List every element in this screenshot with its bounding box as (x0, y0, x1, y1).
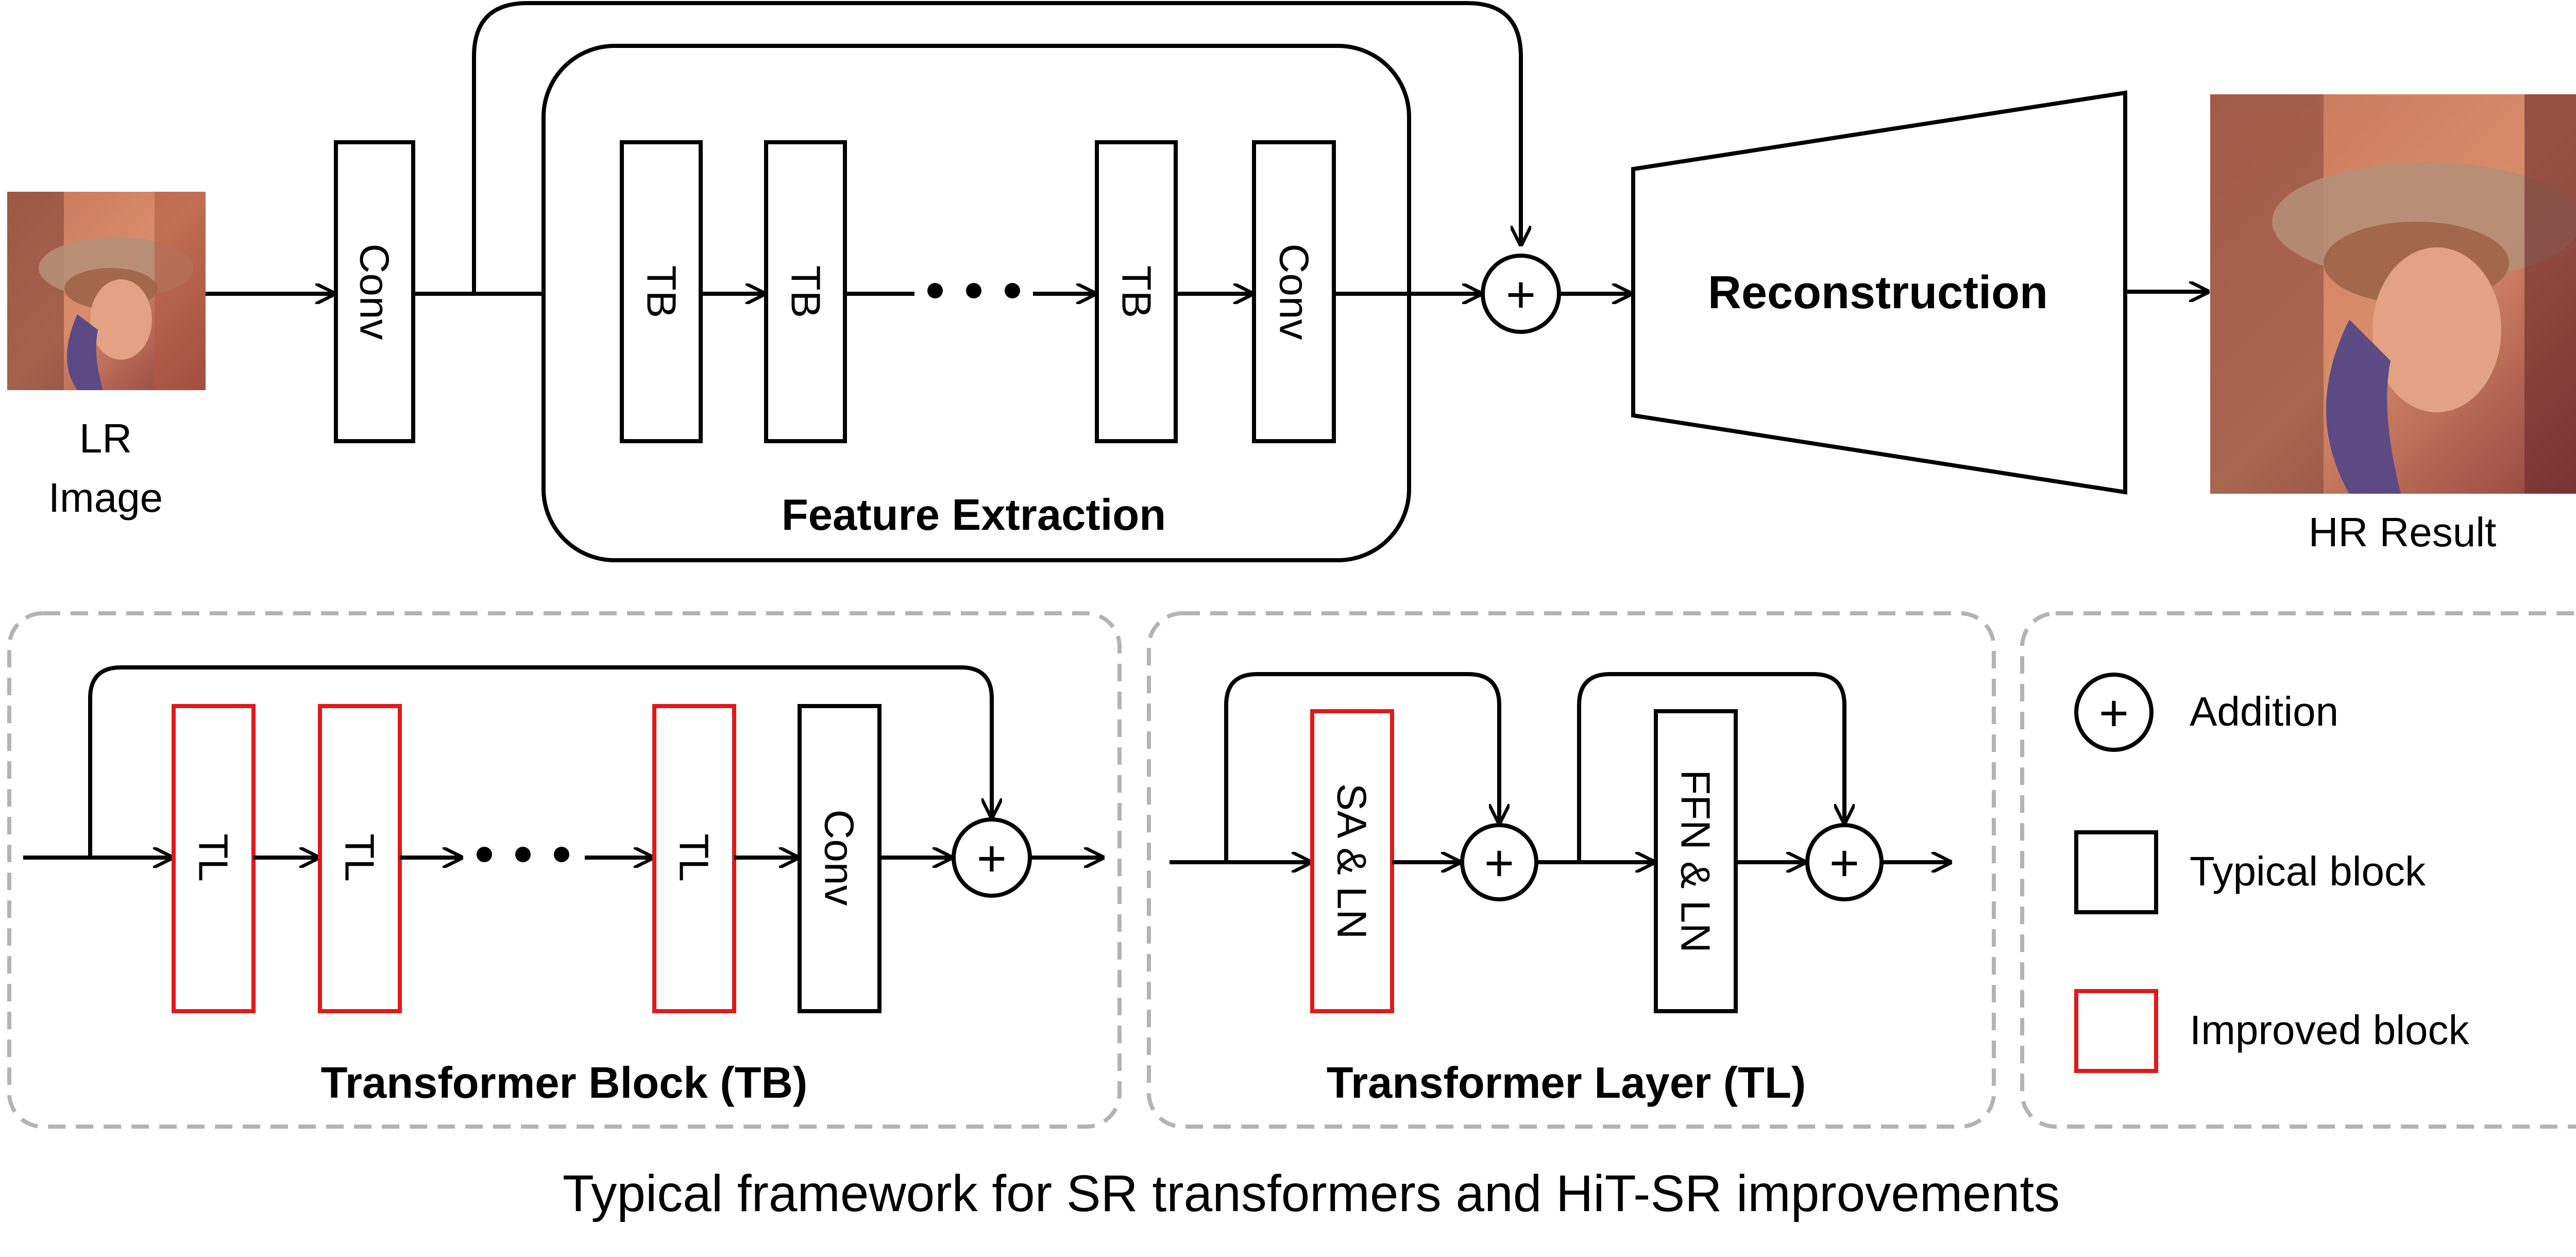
legend-addition-symbol: + (2099, 684, 2129, 742)
conv-block (334, 140, 415, 443)
lr-image (7, 192, 206, 390)
reconstruction-block (1631, 90, 2127, 495)
tl-block-1-label: TL (191, 833, 236, 881)
sa-ln-block-label: SA & LN (1329, 783, 1375, 939)
tl-block-2 (318, 704, 402, 1013)
feature-extraction-label: Feature Extraction (782, 491, 1166, 540)
legend-typical-label: Typical block (2190, 848, 2426, 894)
tb-skip-connection (88, 665, 992, 858)
feature-extraction-container (541, 44, 1411, 562)
legend-addition-label: Addition (2190, 689, 2338, 734)
legend-typical-swatch (2074, 830, 2158, 914)
transformer-block-title: Transformer Block (TB) (321, 1059, 808, 1108)
tb-block-2-label: TB (783, 265, 829, 318)
tl-block-3 (652, 704, 736, 1013)
global-skip-connection (472, 1, 1521, 294)
legend-addition-icon (2074, 673, 2154, 752)
tl-block-3-label: TL (671, 833, 717, 881)
top-addition-symbol: + (1506, 266, 1536, 324)
tb-ellipsis-dots (477, 847, 569, 862)
transformer-layer-title: Transformer Layer (TL) (1327, 1059, 1806, 1108)
legend-improved-label: Improved block (2190, 1007, 2469, 1053)
tl-skip-connection-1 (1224, 672, 1499, 862)
tb-conv-block (798, 704, 882, 1013)
transformer-block-panel (7, 611, 1122, 1129)
tb-block-3 (1095, 140, 1178, 443)
hr-label: HR Result (2309, 509, 2497, 555)
conv-block-label: Conv (352, 244, 398, 340)
legend-panel (2020, 611, 2576, 1129)
figure-caption: Typical framework for SR transformers an… (563, 1165, 2060, 1222)
tb-conv-block-label: Conv (817, 810, 862, 906)
tl-block-2-label: TL (337, 833, 383, 881)
tb-block-2 (764, 140, 847, 443)
hr-image (2210, 94, 2576, 494)
reconstruction-label: Reconstruction (1708, 267, 2048, 319)
tl-addition-symbol-2: + (1829, 834, 1859, 892)
ellipsis-dots (927, 283, 1020, 298)
sa-ln-block (1310, 709, 1394, 1013)
lr-label-line1: LR (79, 415, 132, 461)
tb-addition-symbol: + (977, 830, 1007, 887)
tl-skip-connection-2 (1577, 672, 1844, 862)
tl-addition-symbol-1: + (1484, 834, 1514, 892)
ffn-ln-block-label: FFN & LN (1673, 769, 1719, 953)
legend-improved-swatch (2074, 989, 2158, 1073)
lr-label-line2: Image (48, 475, 163, 521)
conv-block-2-label: Conv (1272, 244, 1317, 340)
tb-block-3-label: TB (1114, 265, 1160, 318)
tb-block-1-label: TB (639, 265, 685, 318)
